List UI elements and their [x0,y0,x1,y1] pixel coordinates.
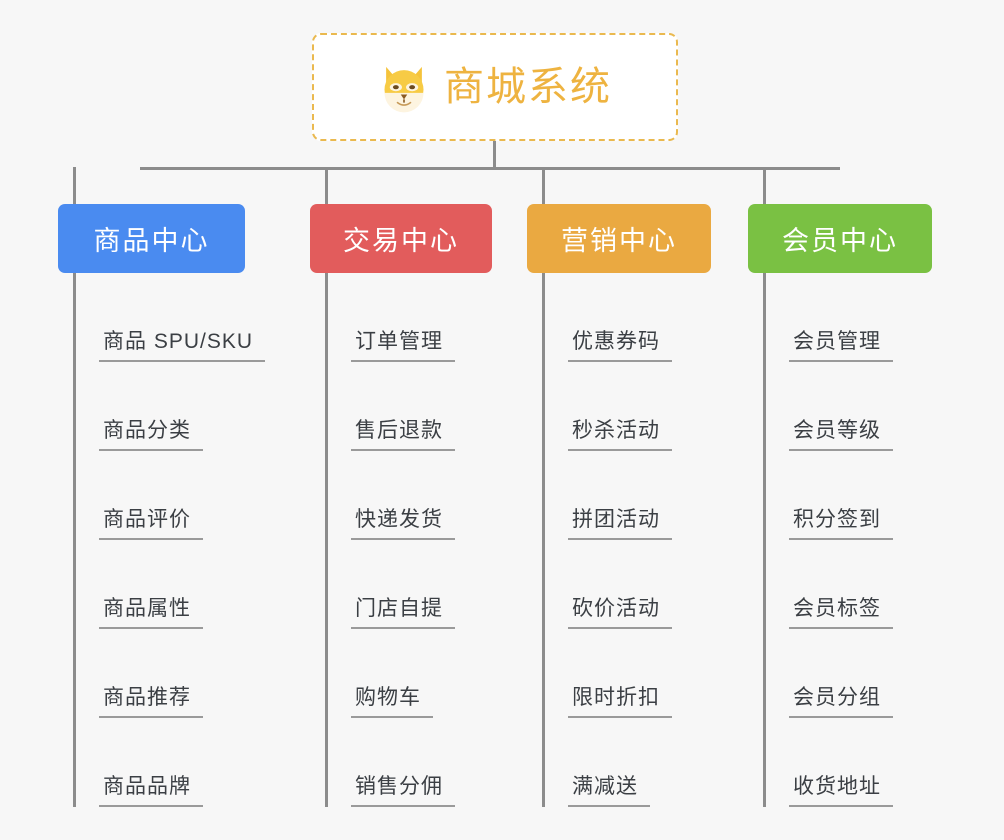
leaf-label: 满减送 [568,775,650,807]
leaf-label: 快递发货 [351,508,455,540]
category-header-trade-center[interactable]: 交易中心 [310,204,492,273]
leaf-label: 销售分佣 [351,775,455,807]
list-item[interactable]: 砍价活动 [542,540,711,629]
list-item[interactable]: 秒杀活动 [542,362,711,451]
category-header-product-center[interactable]: 商品中心 [58,204,245,273]
connector-rail-marketing-center [542,273,545,807]
connector-drop-member-center [763,167,766,204]
list-item[interactable]: 销售分佣 [325,718,492,807]
list-item[interactable]: 优惠券码 [542,273,711,362]
shiba-dog-icon [384,66,424,113]
leaf-label: 商品 SPU/SKU [99,330,266,362]
list-item[interactable]: 售后退款 [325,362,492,451]
connector-drop-marketing-center [542,167,545,204]
list-item[interactable]: 收货地址 [763,718,932,807]
leaf-label: 商品品牌 [99,775,203,807]
leaf-label: 砍价活动 [568,597,672,629]
list-item[interactable]: 商品属性 [73,540,245,629]
list-item[interactable]: 门店自提 [325,540,492,629]
column-member-center: 会员中心会员管理会员等级积分签到会员标签会员分组收货地址 [748,204,932,807]
leaf-list-product-center: 商品 SPU/SKU 商品分类商品评价商品属性商品推荐商品品牌 [58,273,266,807]
leaf-label: 商品属性 [99,597,203,629]
list-item[interactable]: 满减送 [542,718,711,807]
leaf-label: 优惠券码 [568,330,672,362]
list-item[interactable]: 商品分类 [73,362,245,451]
leaf-label: 门店自提 [351,597,455,629]
connector-horizontal-bus [140,167,840,170]
connector-rail-member-center [763,273,766,807]
leaf-label: 订单管理 [351,330,455,362]
leaf-list-member-center: 会员管理会员等级积分签到会员标签会员分组收货地址 [748,273,932,807]
leaf-label: 会员分组 [789,686,893,718]
column-trade-center: 交易中心订单管理售后退款快递发货门店自提购物车销售分佣 [310,204,492,807]
leaf-label: 售后退款 [351,419,455,451]
leaf-label: 拼团活动 [568,508,672,540]
connector-drop-trade-center [325,167,328,204]
category-header-member-center[interactable]: 会员中心 [748,204,932,273]
list-item[interactable]: 拼团活动 [542,451,711,540]
leaf-label: 秒杀活动 [568,419,672,451]
list-item[interactable]: 会员标签 [763,540,932,629]
list-item[interactable]: 限时折扣 [542,629,711,718]
leaf-label: 商品评价 [99,508,203,540]
leaf-label: 会员等级 [789,419,893,451]
leaf-label: 积分签到 [789,508,893,540]
column-product-center: 商品中心商品 SPU/SKU 商品分类商品评价商品属性商品推荐商品品牌 [58,204,266,807]
list-item[interactable]: 购物车 [325,629,492,718]
column-marketing-center: 营销中心优惠券码秒杀活动拼团活动砍价活动限时折扣满减送 [527,204,711,807]
list-item[interactable]: 快递发货 [325,451,492,540]
leaf-label: 商品分类 [99,419,203,451]
list-item[interactable]: 积分签到 [763,451,932,540]
root-node[interactable]: 商城系统 [312,33,678,141]
leaf-label: 限时折扣 [568,686,672,718]
connector-root-stem [493,141,496,170]
connector-rail-product-center [73,273,76,807]
list-item[interactable]: 商品 SPU/SKU [73,273,266,362]
connector-rail-trade-center [325,273,328,807]
leaf-label: 商品推荐 [99,686,203,718]
connector-drop-product-center [73,167,76,204]
leaf-label: 会员管理 [789,330,893,362]
root-title: 商城系统 [444,65,612,109]
leaf-list-marketing-center: 优惠券码秒杀活动拼团活动砍价活动限时折扣满减送 [527,273,711,807]
list-item[interactable]: 商品品牌 [73,718,245,807]
leaf-label: 购物车 [351,686,433,718]
list-item[interactable]: 会员等级 [763,362,932,451]
category-header-marketing-center[interactable]: 营销中心 [527,204,711,273]
list-item[interactable]: 商品推荐 [73,629,245,718]
leaf-list-trade-center: 订单管理售后退款快递发货门店自提购物车销售分佣 [310,273,492,807]
leaf-label: 会员标签 [789,597,893,629]
list-item[interactable]: 会员管理 [763,273,932,362]
list-item[interactable]: 会员分组 [763,629,932,718]
list-item[interactable]: 订单管理 [325,273,492,362]
leaf-label: 收货地址 [789,775,893,807]
list-item[interactable]: 商品评价 [73,451,245,540]
